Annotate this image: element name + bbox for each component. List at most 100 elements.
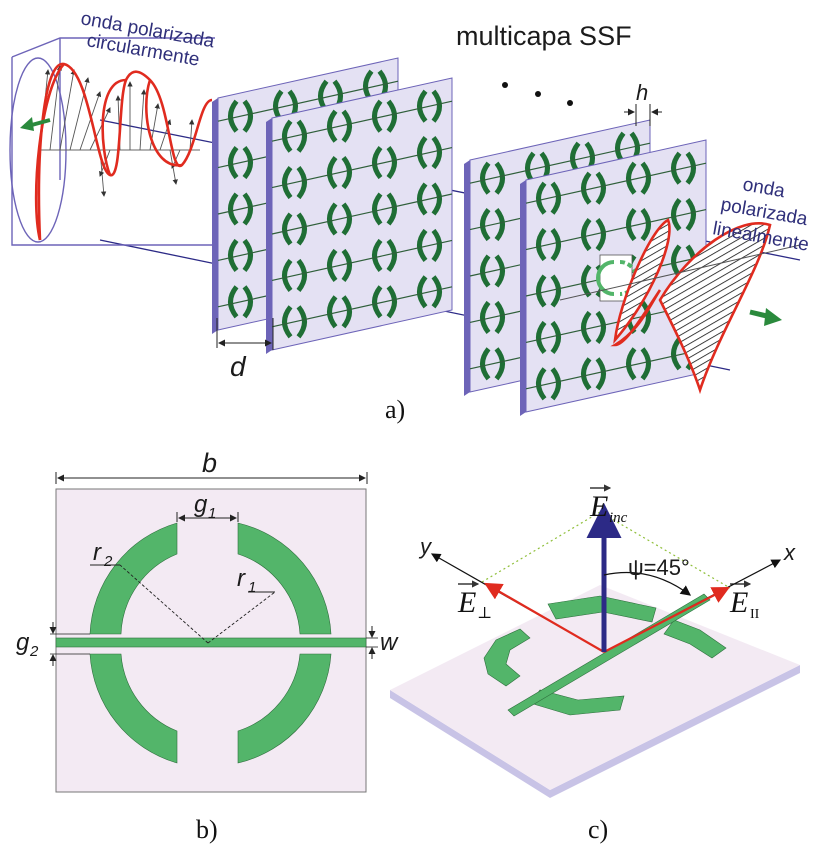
ring-half-right <box>431 136 442 170</box>
ring-half-left <box>671 151 682 185</box>
ring-half-right <box>685 198 696 232</box>
ring-half-right <box>242 285 253 319</box>
ring-half-right <box>242 99 253 133</box>
propagation-arrow-left <box>20 117 51 131</box>
ring-half-left <box>417 89 428 123</box>
ring-half-right <box>595 171 606 205</box>
ring-half-right <box>595 218 606 252</box>
ring-half-right <box>494 300 505 334</box>
label-angle: ψ=45° <box>628 555 690 580</box>
ring-half-left <box>327 248 338 282</box>
ring-half-right <box>431 182 442 216</box>
ring-half-left <box>581 171 592 205</box>
ring-half-left <box>417 136 428 170</box>
strip-line <box>469 142 651 184</box>
split-ring-top <box>89 522 332 635</box>
ring-half-right <box>494 208 505 242</box>
ring-half-right <box>640 347 651 381</box>
svg-text:⊥: ⊥ <box>477 605 492 622</box>
ring-half-left <box>228 285 239 319</box>
ring-half-right <box>341 248 352 282</box>
ring-half-right <box>595 310 606 344</box>
ring-half-left <box>327 295 338 329</box>
ring-half-right <box>386 238 397 272</box>
ring-half-left <box>581 357 592 391</box>
ring-half-left <box>327 202 338 236</box>
caption-a: a) <box>385 395 405 424</box>
ring-half-right <box>341 295 352 329</box>
ring-half-left <box>536 274 547 308</box>
ring-half-right <box>242 238 253 272</box>
label-e-par: E II <box>729 580 760 622</box>
strip-line <box>525 348 707 390</box>
strip-line <box>217 80 399 122</box>
ring-half-right <box>431 89 442 123</box>
ring-half-left <box>417 275 428 309</box>
strip-line <box>271 286 453 328</box>
ring-half-right <box>341 109 352 143</box>
ring-half-left <box>536 320 547 354</box>
ring-half-left <box>327 109 338 143</box>
ring-half-left <box>626 347 637 381</box>
part-a-multilayer: onda polarizada onda circularmente multi… <box>9 8 810 424</box>
vector-e-par <box>603 586 730 653</box>
label-e-inc: E inc <box>589 484 628 526</box>
strip-line <box>271 193 453 235</box>
label-g1-sub: 1 <box>208 505 216 522</box>
ring-half-left <box>228 146 239 180</box>
ring-half-right <box>685 151 696 185</box>
ring-half-right <box>296 305 307 339</box>
svg-text:II: II <box>750 607 760 622</box>
label-r2: r <box>93 539 102 566</box>
label-b: b <box>202 448 217 478</box>
caption-b: b) <box>196 815 218 844</box>
ring-half-left <box>372 285 383 319</box>
svg-text:E: E <box>589 490 608 523</box>
ring-half-left <box>536 181 547 215</box>
ring-half-left <box>372 99 383 133</box>
ring-half-left <box>626 161 637 195</box>
svg-text:E: E <box>729 586 748 619</box>
ring-half-left <box>480 208 491 242</box>
ring-half-right <box>550 181 561 215</box>
ring-half-right <box>431 228 442 262</box>
label-d: d <box>230 351 247 382</box>
ring-half-right <box>640 161 651 195</box>
ring-half-left <box>372 146 383 180</box>
ring-half-left <box>536 367 547 401</box>
label-h: h <box>636 80 648 105</box>
ring-half-right <box>296 258 307 292</box>
label-g1: g <box>194 491 208 518</box>
ring-half-left <box>228 192 239 226</box>
ring-half-left <box>228 99 239 133</box>
ring-half-right <box>494 347 505 381</box>
ring-half-right <box>341 202 352 236</box>
helix-curve <box>37 62 213 241</box>
linear-lobe-2 <box>610 289 662 347</box>
part-b-unit-cell: b g 1 r 2 r 1 g 2 <box>16 448 399 844</box>
ring-half-right <box>386 146 397 180</box>
label-g2-sub: 2 <box>29 643 39 660</box>
ring-half-right <box>296 212 307 246</box>
ring-half-left <box>282 119 293 153</box>
label-r2-sub: 2 <box>103 553 113 570</box>
ssf-panel-2 <box>266 77 453 354</box>
ring-half-left <box>282 258 293 292</box>
part-c-field-decomposition: y x ψ=45° E inc E ⊥ E II c) <box>390 484 800 844</box>
ring-half-left <box>282 305 293 339</box>
label-g2: g <box>16 629 30 656</box>
ring-half-left <box>480 161 491 195</box>
strip-line <box>525 209 707 251</box>
ring-half-right <box>550 228 561 262</box>
ring-half-right <box>242 146 253 180</box>
vector-e-perp <box>484 582 605 653</box>
ring-half-left <box>480 300 491 334</box>
ring-half-right <box>494 161 505 195</box>
ring-half-right <box>640 208 651 242</box>
ring-half-right <box>386 285 397 319</box>
title-multicapa: multicapa SSF <box>456 21 632 51</box>
ring-half-left <box>480 347 491 381</box>
ring-half-left <box>282 212 293 246</box>
ring-half-right <box>640 300 651 334</box>
